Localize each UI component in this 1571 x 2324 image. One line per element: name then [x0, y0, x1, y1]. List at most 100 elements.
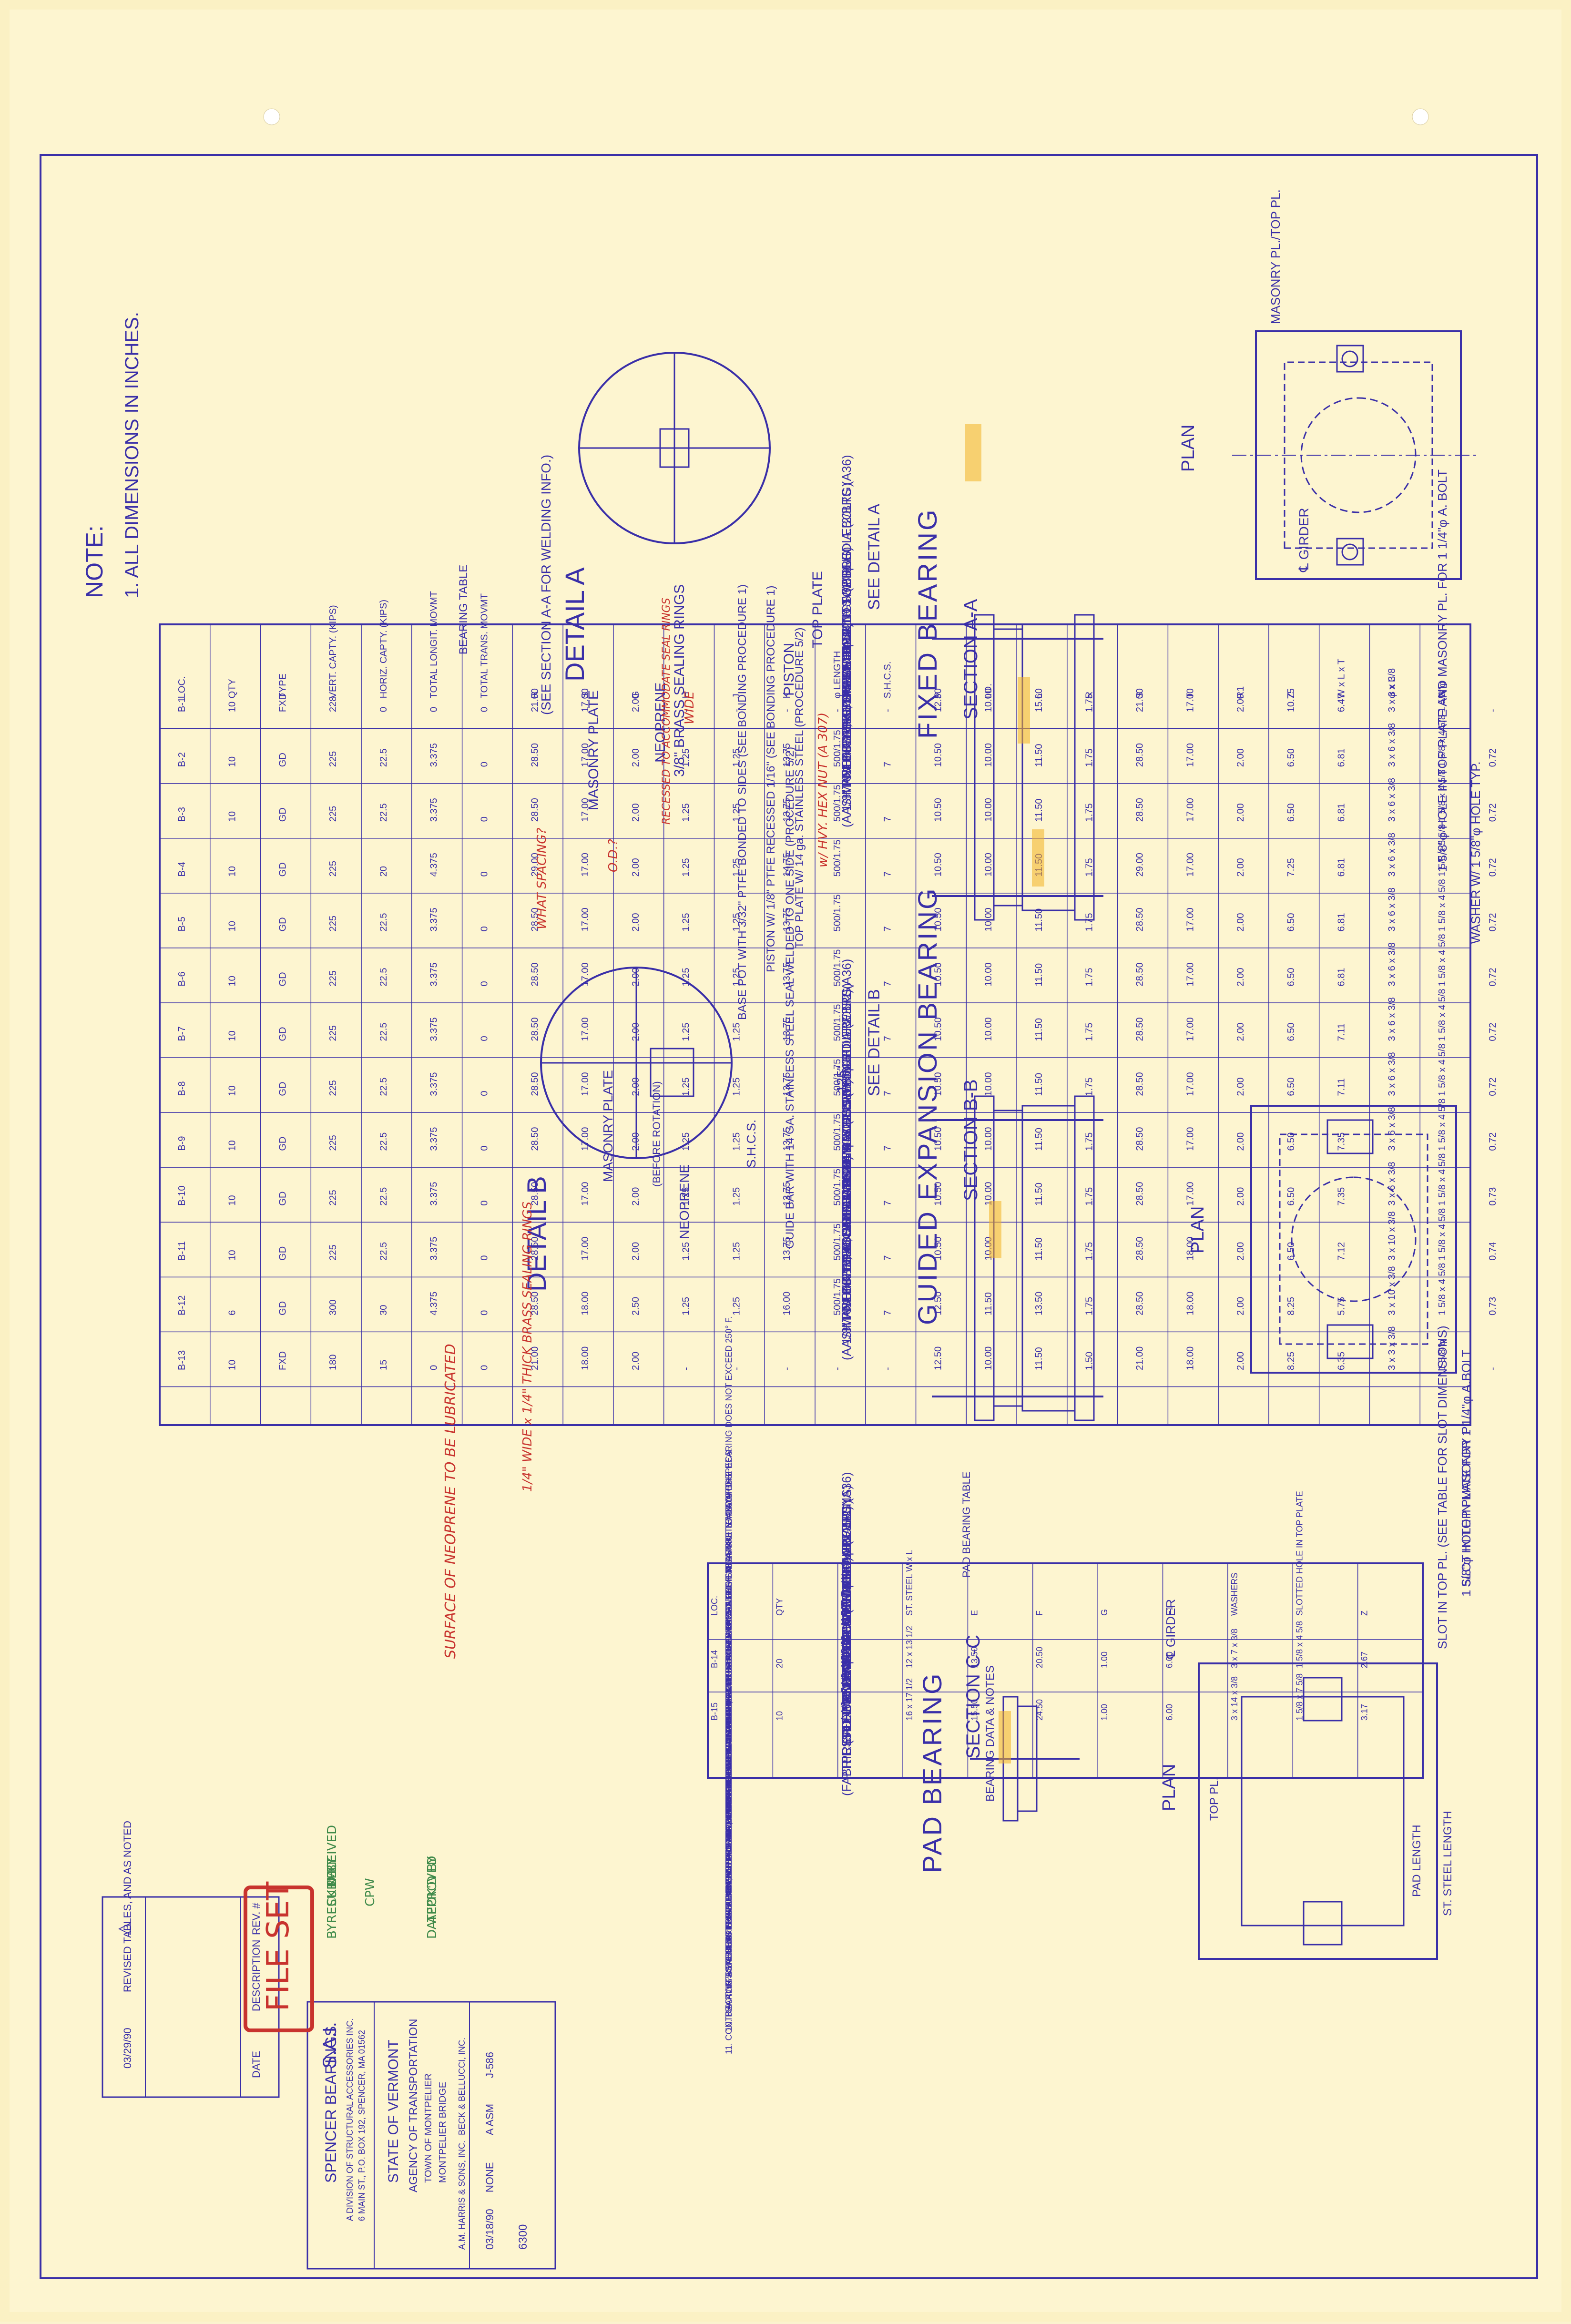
callout-label: MASONRY PL.	[839, 1244, 854, 1328]
table-cell: 6.50	[1286, 1078, 1296, 1096]
table-header-cell: G	[631, 691, 641, 699]
table-cell: GD	[277, 917, 288, 931]
table-cell: 2.00	[1235, 693, 1246, 712]
revision-box	[102, 1896, 280, 2098]
pad-slot-label: SLOT IN TOP PLATE FOR 1 1/4"φ A.BOLT	[1459, 1349, 1473, 1587]
table-cell: 2.00	[631, 803, 641, 822]
designer: BECK & BELLUCCI, INC.	[457, 2038, 467, 2135]
table-cell: 1.25	[731, 1242, 742, 1261]
table-cell: 28.50	[530, 1182, 540, 1206]
pad-table-cell: 1 5/8 x 7 5/8	[1295, 1673, 1304, 1721]
table-cell: 0	[479, 871, 490, 877]
callout-label: TOP PLATE	[839, 647, 854, 714]
table-cell: 28.50	[530, 743, 540, 767]
table-cell: 21.00	[530, 1346, 540, 1370]
table-cell: 4.375	[429, 1292, 439, 1315]
detail-b-shcs: S.H.C.S.	[744, 1120, 758, 1168]
masonry-label: MASONRY PL./TOP PL.	[1268, 189, 1283, 324]
table-cell: 28.50	[1135, 1237, 1145, 1261]
division: A DIVISION OF STRUCTURAL ACCESSORIES INC…	[345, 2018, 355, 2221]
table-cell: 7	[883, 1091, 893, 1096]
table-cell: GD	[277, 1027, 288, 1041]
detail-a-note: (SEE SECTION A-A FOR WELDING INFO.)	[539, 455, 553, 715]
table-cell: 18.00	[1185, 1346, 1195, 1370]
highlight	[989, 1201, 1001, 1258]
table-cell: 17.00	[580, 853, 591, 877]
table-cell: 11.50	[1034, 1237, 1044, 1261]
pad-plan-top-plate	[1198, 1662, 1438, 1960]
table-header-cell: T	[1185, 693, 1195, 698]
table-cell: B-3	[177, 807, 187, 822]
table-cell: -	[1488, 1367, 1498, 1370]
contractor: A.M. HARRIS & SONS, INC.	[457, 2141, 467, 2250]
table-cell: 3 x 10 x 3/8	[1387, 1211, 1397, 1260]
table-cell: GD	[277, 753, 288, 767]
table-cell: 500/1.75	[832, 895, 843, 932]
table-cell: 1.25	[731, 968, 742, 987]
table-cell: 10.00	[983, 1072, 994, 1096]
table-cell: 5.75	[1336, 1297, 1347, 1315]
table-cell: 1.75	[1084, 693, 1095, 712]
pad-bearing-group: PLAN ℄ GIRDER SLOT IN TOP PLATE FOR 1 1/…	[839, 1349, 1473, 1960]
stamp-ckd-init: CPW	[363, 1878, 377, 1906]
table-cell: 300	[328, 1299, 338, 1315]
table-cell: 1.25	[681, 1078, 692, 1096]
table-cell: 13.75	[782, 1127, 792, 1151]
table-cell: 1.25	[681, 968, 692, 987]
table-cell: 17.00	[580, 1182, 591, 1206]
table-cell: 1.25	[681, 748, 692, 767]
girder-label: ℄ GIRDER	[1296, 508, 1311, 572]
table-cell: 3 x 6 x 3/8	[1387, 833, 1397, 877]
table-cell: 8.25	[1286, 1352, 1296, 1370]
callout-label: WASHER WITH 1 5/8"φ HOLE(2/BRG)	[839, 983, 854, 1198]
table-cell: 10.00	[983, 853, 994, 877]
detail-b-before-rotation: (BEFORE ROTATION)	[651, 1081, 663, 1187]
highlight	[999, 1711, 1011, 1763]
table-cell: 10	[227, 756, 238, 767]
see-detail-b: SEE DETAIL B	[865, 989, 883, 1096]
callout-label: 1/8" PREFORMED FABRIC PAD	[839, 631, 854, 811]
detail-b-base-pot: BASE POT WITH 3/32" PTFE BONDED TO SIDES…	[736, 584, 749, 1020]
table-cell: 0.74	[1488, 1242, 1498, 1261]
callout-label: 1 1/4"φ x 24" SWEDGED A.BOLTS (A36)	[839, 1472, 854, 1699]
hand-lubricated: SURFACE OF NEOPRENE TO BE LUBRICATED	[442, 1344, 459, 1659]
stamp-approved: APPROVED	[425, 1856, 439, 1923]
washer-label: WASHER W/ 1 5/8"φ HOLE TYP.	[1469, 762, 1483, 944]
table-cell: 2.00	[1235, 1187, 1246, 1206]
callout-label: BASE POT	[839, 684, 854, 746]
table-cell: 20	[378, 866, 389, 877]
table-cell: 1.25	[681, 1242, 692, 1261]
table-cell: 0	[479, 1146, 490, 1151]
pad-note-line: 4. PROTECT STAINLESS STEEL FROM WELD SPA…	[724, 1668, 734, 1894]
table-cell: 7.11	[1336, 1078, 1347, 1096]
table-cell: 500/1.75	[832, 839, 843, 877]
pad-note-line: 1. ROTATION CAPACITY ALL BEARINGS = 0.02…	[724, 1605, 734, 1825]
section-c-title: SECTION C-C	[963, 1635, 984, 1759]
table-cell: 11.50	[1034, 908, 1044, 932]
pad-girder: ℄ GIRDER	[1163, 1599, 1178, 1659]
detail-b-clearance: .125"	[834, 1066, 849, 1096]
detail-top-plate: TOP PLATE	[810, 571, 826, 648]
rev-col: REV. #	[250, 1903, 262, 1935]
table-cell: 21.00	[1135, 1346, 1145, 1370]
table-cell: 6.81	[1336, 913, 1347, 931]
table-cell: 10.00	[983, 1346, 994, 1370]
table-cell: B-4	[177, 862, 187, 877]
pad-note-line: 6. PREPARING, METALIZING, AND PAINTING S…	[724, 1448, 734, 1940]
table-cell: 0	[479, 1255, 490, 1261]
table-header-cell: VERT. CAPTY. (KIPS)	[328, 605, 338, 698]
table-cell: 0	[378, 707, 389, 712]
table-cell: 1 5/8 x 4 5/8	[1437, 879, 1448, 931]
table-cell: -	[782, 1367, 792, 1370]
paper-inner	[10, 10, 1561, 2312]
table-cell: 1.25	[731, 1132, 742, 1151]
table-cell: 1.25	[681, 1023, 692, 1041]
table-header-cell: S	[1135, 692, 1145, 698]
table-cell: 500/1.75	[832, 1114, 843, 1151]
agency: AGENCY OF TRANSPORTATION	[407, 2019, 420, 2193]
table-cell: 3.375	[429, 1017, 439, 1041]
detail-piston: PISTON	[781, 643, 797, 696]
table-cell: 15.60	[1034, 688, 1044, 712]
